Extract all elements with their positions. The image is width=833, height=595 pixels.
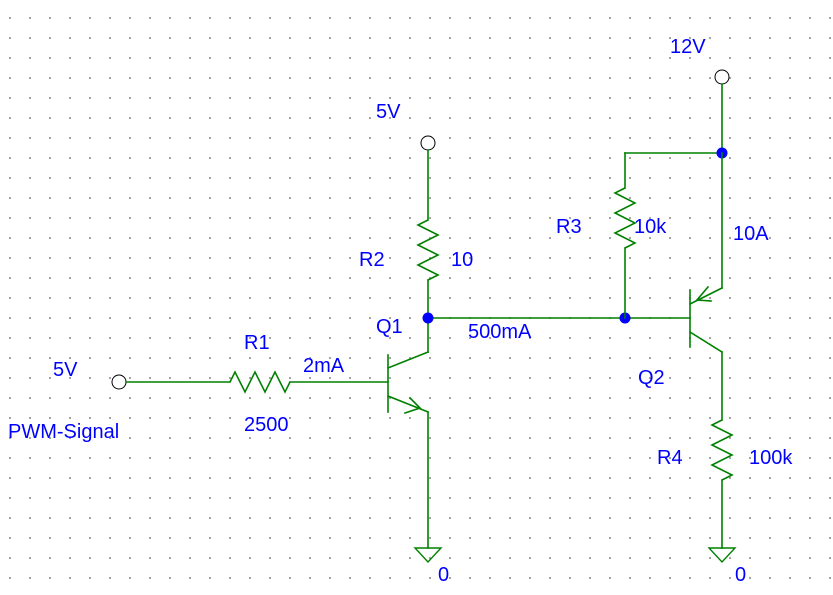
- q1-ground-label: 0: [438, 564, 449, 586]
- resistor-r2: [416, 219, 440, 281]
- r2-name-label: R2: [359, 249, 385, 271]
- q2-ground-symbol-icon: [707, 547, 737, 564]
- pwm-voltage-label: 5V: [53, 359, 78, 381]
- r2-supply-terminal: [420, 135, 436, 151]
- r4-name-label: R4: [657, 447, 683, 469]
- q2-current-label: 10A: [733, 223, 769, 245]
- base-current-label: 2mA: [303, 355, 345, 377]
- supply-12v-label: 12V: [670, 36, 706, 58]
- r3-value-label: 10k: [634, 216, 667, 238]
- r4-value-label: 100k: [749, 447, 793, 469]
- q2-name-label: Q2: [638, 367, 665, 389]
- supply-12v-terminal: [714, 69, 730, 85]
- r3-name-label: R3: [556, 216, 582, 238]
- q2-ground-label: 0: [735, 564, 746, 586]
- pwm-input-terminal: [111, 374, 127, 390]
- r2-value-label: 10: [451, 249, 473, 271]
- junction-q1-collector: [422, 312, 434, 324]
- resistor-r3: [613, 187, 637, 249]
- resistor-r4: [710, 419, 734, 481]
- q2-collector-leg: [688, 330, 724, 354]
- pwm-signal-label: PWM-Signal: [8, 421, 119, 443]
- q1-emitter-arrow-icon: [403, 396, 422, 415]
- r1-name-label: R1: [244, 332, 270, 354]
- r2-supply-label: 5V: [376, 101, 401, 123]
- r1-value-label: 2500: [244, 414, 289, 436]
- q1-emitter-leg: [386, 394, 430, 414]
- q1-name-label: Q1: [376, 316, 403, 338]
- q1-collector-leg: [386, 350, 430, 370]
- collector-current-label: 500mA: [468, 321, 532, 343]
- q2-emitter-leg: [688, 286, 724, 306]
- q2-emitter-arrow-icon: [695, 285, 712, 302]
- q1-ground-symbol-icon: [413, 547, 443, 564]
- resistor-r1: [229, 370, 291, 394]
